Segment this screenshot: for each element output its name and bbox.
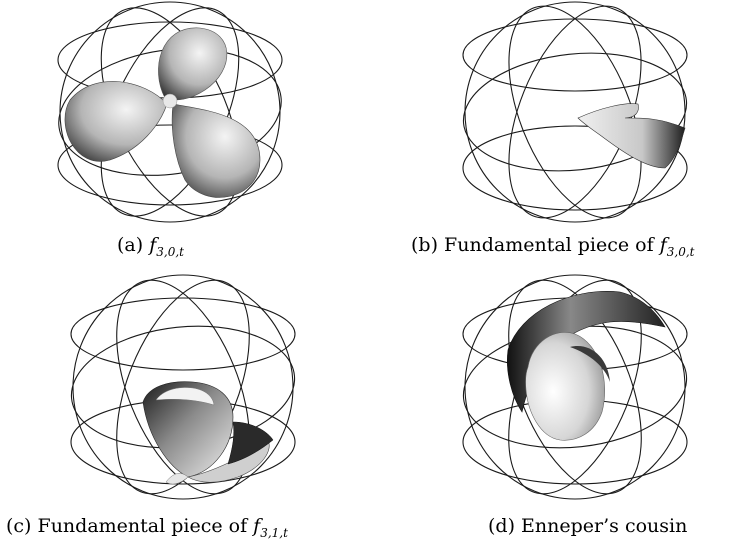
panel-b (460, 0, 700, 225)
caption-b-math-base: f (659, 234, 667, 256)
caption-c-math-sub: 3,1,t (260, 526, 288, 540)
caption-d: (d) Enneper’s cousin (488, 515, 687, 537)
surface (577, 103, 686, 169)
sphere-wireframe (70, 274, 296, 500)
sphere-wireframe (462, 1, 688, 223)
caption-b: (b) Fundamental piece of f3,0,t (411, 234, 695, 259)
panel-a (55, 0, 295, 225)
surface (507, 291, 666, 441)
panel-c (68, 272, 308, 502)
caption-d-prefix: (d) (488, 515, 515, 537)
surface (142, 381, 274, 485)
caption-a-math-base: f (149, 234, 157, 256)
caption-b-math-sub: 3,0,t (666, 245, 695, 259)
caption-d-text: Enneper’s cousin (521, 515, 688, 537)
panel-d (460, 272, 700, 502)
caption-b-prefix: (b) (411, 234, 438, 256)
caption-c: (c) Fundamental piece of f3,1,t (6, 515, 288, 540)
caption-c-math-base: f (253, 515, 261, 537)
panel-b-render (462, 1, 688, 223)
caption-a-math-sub: 3,0,t (156, 245, 184, 259)
panel-d-render (462, 274, 688, 500)
caption-c-math: f3,1,t (253, 515, 288, 540)
caption-c-prefix: (c) (6, 515, 32, 537)
caption-a: (a) f3,0,t (117, 234, 184, 259)
surface (64, 27, 261, 198)
caption-c-text: Fundamental piece of (37, 515, 248, 537)
panel-a-render (57, 1, 283, 223)
caption-b-text: Fundamental piece of (444, 234, 654, 256)
caption-a-math: f3,0,t (149, 234, 184, 259)
caption-a-prefix: (a) (117, 234, 144, 256)
panel-c-render (70, 274, 296, 500)
caption-b-math: f3,0,t (659, 234, 695, 259)
